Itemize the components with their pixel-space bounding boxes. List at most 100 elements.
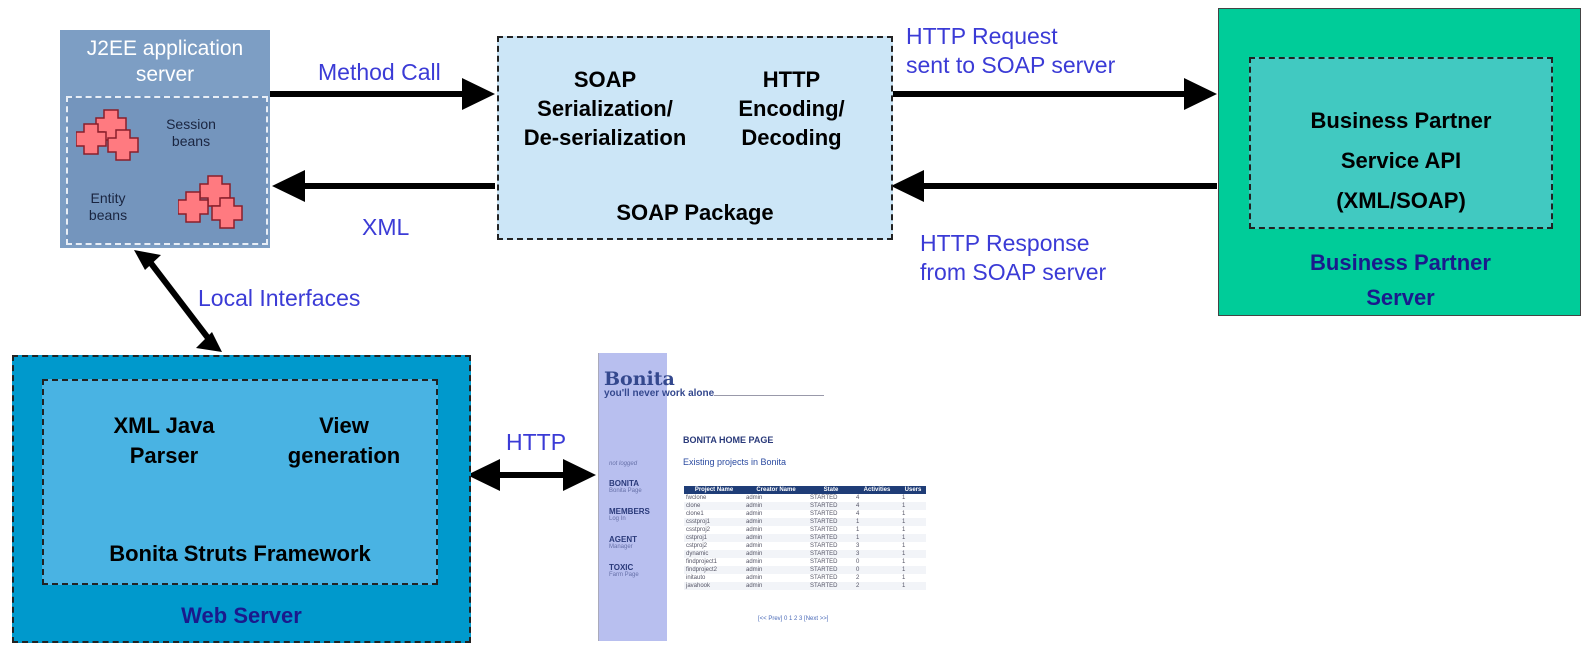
table-cell: admin: [744, 582, 808, 590]
table-cell: clone: [684, 502, 744, 510]
web-server-label: Web Server: [181, 603, 302, 628]
col-project-name: Project Name: [684, 486, 744, 494]
table-cell: admin: [746, 543, 763, 549]
bonita-menu-toxic[interactable]: TOXIC Farm Page: [609, 563, 639, 578]
method-call-arrow: [270, 78, 495, 110]
table-cell: 2: [854, 582, 900, 590]
table-cell: 4: [856, 511, 860, 517]
col-activities: Activities: [854, 486, 900, 494]
table-cell: admin: [744, 550, 808, 558]
projects-table: Project Name Creator Name State Activiti…: [684, 486, 926, 590]
table-cell: 4: [854, 502, 900, 510]
table-cell: clone1: [686, 511, 704, 517]
soap-package-label: SOAP Package: [616, 200, 774, 225]
local-interfaces-label: Local Interfaces: [198, 285, 361, 311]
table-cell: 1: [856, 527, 860, 533]
table-cell: STARTED: [808, 566, 854, 574]
table-cell: STARTED: [810, 575, 838, 581]
business-partner-server-box: Business Partner Service API (XML/SOAP) …: [1218, 8, 1581, 316]
table-cell: findproject2: [684, 566, 744, 574]
table-cell: javahook: [684, 582, 744, 590]
col-users: Users: [900, 486, 926, 494]
table-cell: 1: [900, 566, 926, 574]
entity-beans-icon: [178, 175, 243, 229]
table-cell: admin: [746, 511, 763, 517]
table-cell: csstproj2: [686, 527, 711, 533]
table-cell: 1: [902, 559, 906, 565]
not-logged-label: not logged: [609, 461, 638, 467]
table-cell: dynamic: [684, 550, 744, 558]
table-cell: 3: [856, 543, 860, 549]
table-cell: STARTED: [808, 550, 854, 558]
http-response-arrow: [891, 170, 1217, 202]
j2ee-server-box: J2EE application server Session beans En…: [60, 30, 270, 248]
table-cell: 1: [900, 550, 926, 558]
tagline-rule: [714, 395, 824, 396]
table-cell: STARTED: [808, 502, 854, 510]
business-partner-server-label: Business Partner Server: [1310, 250, 1491, 310]
table-cell: STARTED: [810, 527, 838, 533]
table-cell: cstproj2: [686, 543, 708, 549]
j2ee-beans-container: Session beans Entity beans: [66, 96, 268, 245]
table-cell: STARTED: [808, 534, 854, 542]
table-row[interactable]: cstproj2 admin STARTED 3 1: [684, 542, 926, 550]
table-cell: 1: [900, 518, 926, 526]
bonita-screenshot: not logged BONITA Bonita Page MEMBERS Lo…: [598, 353, 978, 641]
bonita-home-heading: BONITA HOME PAGE: [683, 435, 774, 445]
table-cell: cstproj1: [684, 534, 744, 542]
xml-java-parser-text: XML Java Parser: [113, 413, 215, 468]
table-cell: STARTED: [808, 582, 854, 590]
bonita-menu-bonita[interactable]: BONITA Bonita Page: [609, 479, 642, 494]
bonita-logo: Bonita: [604, 368, 675, 390]
table-cell: 0: [856, 559, 860, 565]
entity-beans-label: Entity beans: [88, 190, 128, 223]
session-beans-label: Session beans: [166, 116, 216, 149]
table-cell: STARTED: [810, 543, 838, 549]
table-cell: admin: [744, 534, 808, 542]
xml-label: XML: [362, 214, 410, 240]
table-cell: initauto: [686, 575, 706, 581]
http-label: HTTP: [506, 429, 567, 455]
bonita-menu-members[interactable]: MEMBERS Log In: [609, 507, 650, 522]
table-cell: 4: [856, 495, 860, 501]
table-cell: findproject1: [686, 559, 718, 565]
table-cell: STARTED: [810, 511, 838, 517]
table-cell: admin: [744, 518, 808, 526]
table-cell: admin: [744, 566, 808, 574]
table-cell: admin: [744, 502, 808, 510]
soap-serialization-text: SOAP Serialization/ De-serialization: [523, 67, 687, 150]
table-cell: admin: [746, 495, 763, 501]
xml-arrow: [272, 170, 495, 202]
bonita-pager[interactable]: [<< Prev] 0 1 2 3 [Next >>]: [758, 616, 829, 622]
view-generation-text: View generation: [287, 413, 401, 468]
table-cell: STARTED: [808, 518, 854, 526]
existing-projects-heading: Existing projects in Bonita: [683, 457, 787, 467]
table-cell: 0: [854, 566, 900, 574]
table-cell: 1: [902, 543, 906, 549]
table-cell: 1: [900, 534, 926, 542]
soap-package-box: SOAP Serialization/ De-serialization HTT…: [497, 36, 893, 240]
table-cell: STARTED: [810, 495, 838, 501]
bonita-menu-agent[interactable]: AGENT Manager: [609, 535, 637, 550]
table-cell: 1: [902, 495, 906, 501]
table-cell: 1: [902, 527, 906, 533]
table-cell: 1: [854, 518, 900, 526]
col-creator-name: Creator Name: [744, 486, 808, 494]
struts-framework-box: XML Java Parser View generation Bonita S…: [42, 379, 438, 585]
service-api-box: Business Partner Service API (XML/SOAP): [1249, 57, 1553, 229]
bonita-tagline: you'll never work alone: [604, 388, 715, 399]
http-request-arrow: [889, 78, 1217, 110]
http-encoding-text: HTTP Encoding/ Decoding: [738, 67, 845, 150]
